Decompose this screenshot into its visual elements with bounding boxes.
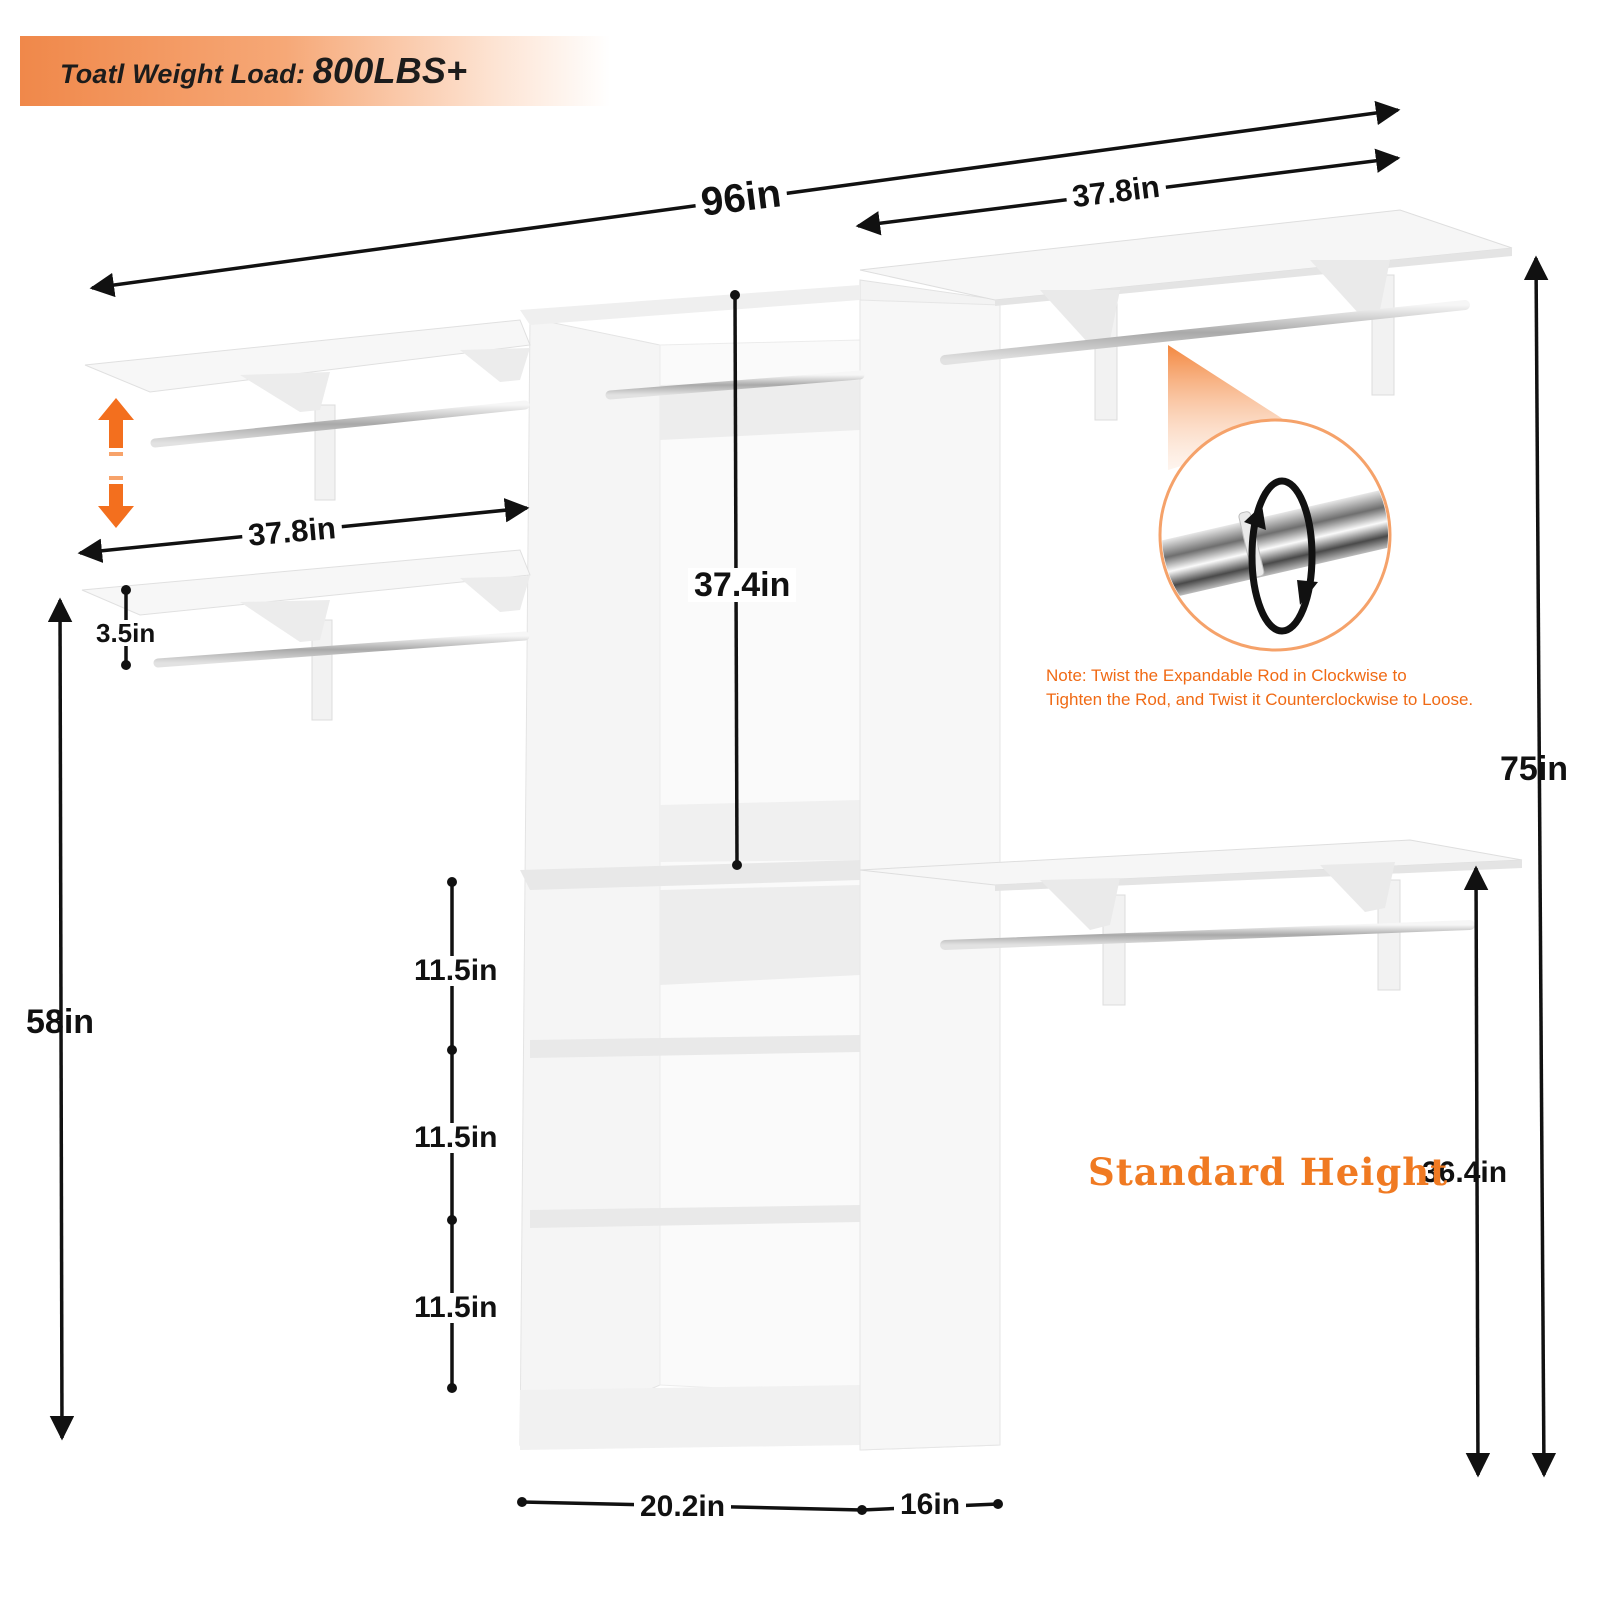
lower-right-shelf (859, 839, 1523, 1006)
cubby-height-label-1: 11.5in (408, 956, 504, 986)
rod-twist-note-line-2: Tighten the Rod, and Twist it Counterclo… (1046, 690, 1474, 709)
tower-depth-label: 16in (894, 1490, 967, 1520)
rod-twist-note-line-1: Note: Twist the Expandable Rod in Clockw… (1046, 666, 1407, 685)
total-height-label: 75in (1500, 750, 1569, 788)
dimension-endpoints (121, 290, 1003, 1515)
rod-zoom-callout (1158, 345, 1392, 652)
total-width-label: 96in (692, 171, 790, 225)
weight-load-caption: Toatl Weight Load: (60, 59, 306, 89)
cubby-height-label-3: 11.5in (408, 1293, 504, 1323)
weight-load-label: Toatl Weight Load: 800LBS+ (60, 50, 467, 92)
weight-load-value: 800LBS+ (312, 50, 468, 91)
rod-twist-note: Note: Twist the Expandable Rod in Clockw… (1046, 664, 1506, 712)
cubby-height-label-2: 11.5in (408, 1123, 504, 1153)
adjust-height-icon (98, 398, 134, 528)
right-lower-height-label: 36.4in (1422, 1156, 1508, 1189)
hanging-section-height-label: 37.4in (688, 568, 797, 602)
tower-width-label: 20.2in (634, 1492, 732, 1522)
center-tower (519, 279, 1001, 1451)
top-left-shelf (84, 319, 531, 501)
weight-load-banner: Toatl Weight Load: 800LBS+ (20, 36, 610, 106)
left-height-label: 58in (26, 1003, 95, 1041)
lower-left-shelf (81, 549, 531, 721)
rod-gap-label: 3.5in (90, 620, 162, 646)
upper-left-shelf-width-label: 37.8in (240, 510, 344, 553)
standard-height-label: Standard Height (1088, 1150, 1449, 1194)
